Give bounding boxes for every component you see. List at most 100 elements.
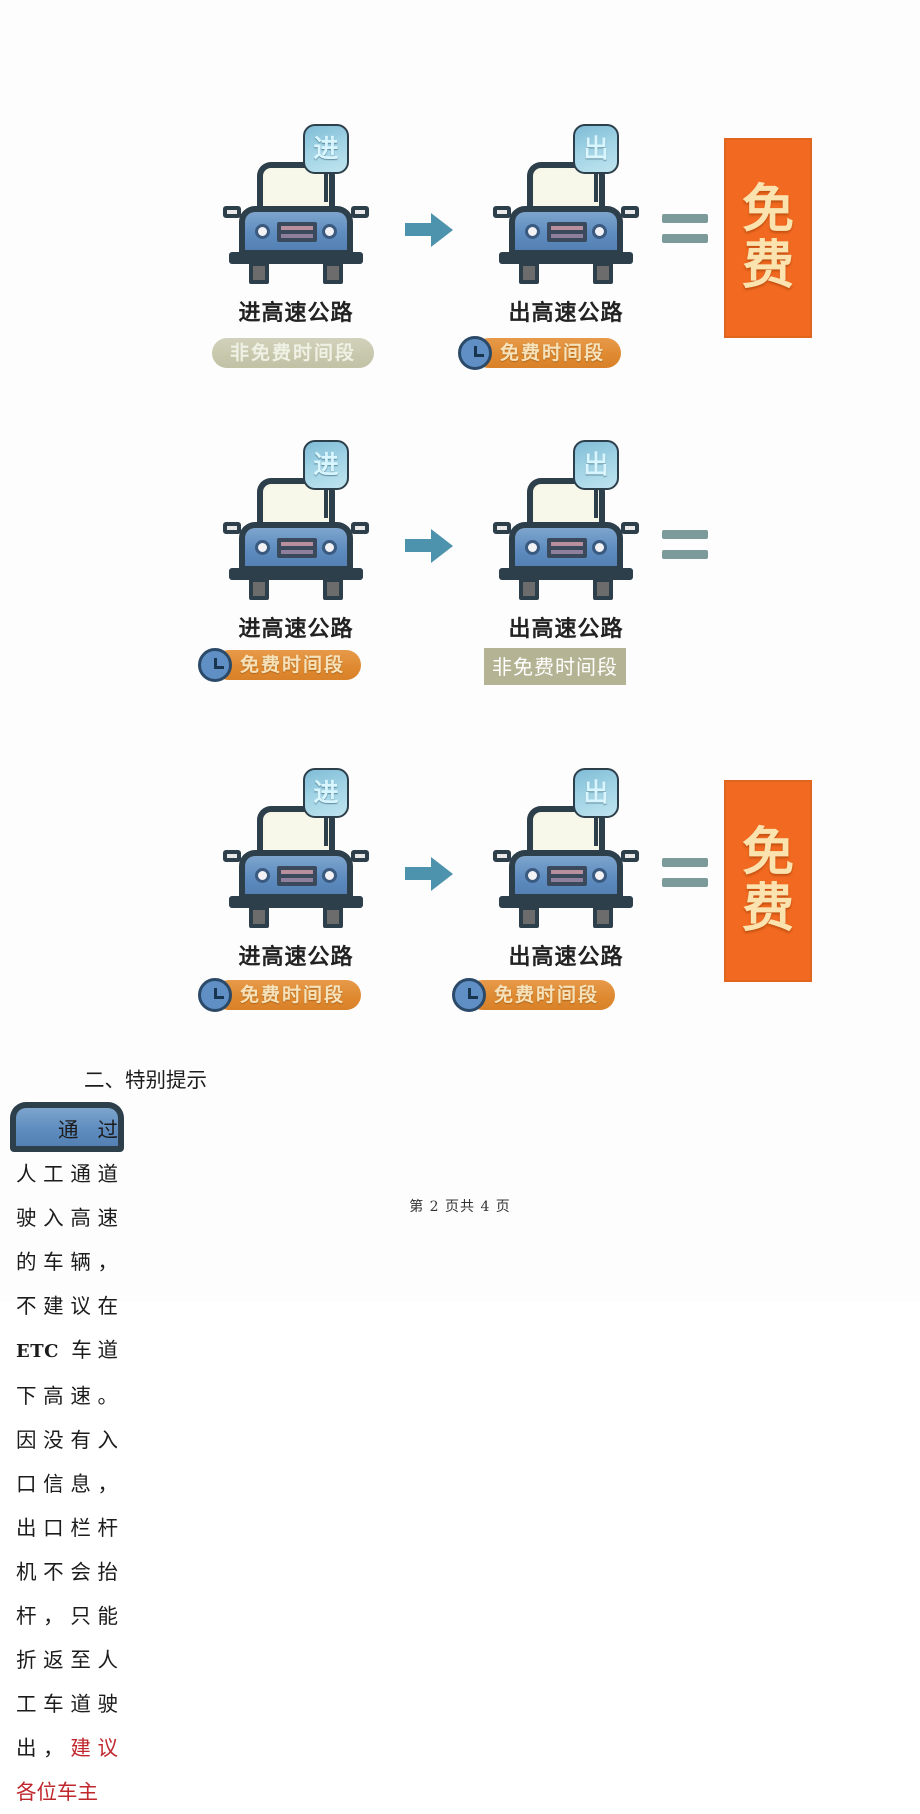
row1-free-result-banner: 免 费 xyxy=(724,138,812,338)
row1-entry-car-group: 进 进高速公路 xyxy=(196,124,396,327)
car-headlight-left xyxy=(255,868,270,883)
car-bumper xyxy=(499,568,633,580)
row2-entry-badge: 免费时间段 xyxy=(198,648,362,682)
car-headlight-left xyxy=(255,224,270,239)
equals-icon xyxy=(662,858,708,887)
car-front-view-icon xyxy=(493,478,639,600)
row3-exit-label: 出高速公路 xyxy=(508,945,624,970)
arrow-right-icon xyxy=(405,856,453,891)
car-bumper xyxy=(229,896,363,908)
infographic-row-2: 进 进高速公路 xyxy=(0,426,920,746)
car-bumper xyxy=(499,896,633,908)
row3-exit-badge: 免费时间段 xyxy=(452,978,616,1012)
car-headlight-right xyxy=(592,868,607,883)
sign-post xyxy=(594,168,598,202)
car-wheel-right xyxy=(593,906,613,928)
row2-exit-label: 出高速公路 xyxy=(508,617,624,642)
car-wheel-right xyxy=(593,262,613,284)
section-heading: 二、特别提示 xyxy=(84,1068,207,1092)
car-wheel-left xyxy=(519,578,539,600)
car-mirror-right xyxy=(351,522,369,534)
car-illustration: 出 xyxy=(481,768,651,933)
car-headlight-left xyxy=(255,540,270,555)
row3-exit-badge-text: 免费时间段 xyxy=(468,980,616,1010)
car-bumper xyxy=(229,252,363,264)
car-mirror-right xyxy=(621,850,639,862)
car-mirror-right xyxy=(351,850,369,862)
row3-entry-label: 进高速公路 xyxy=(238,945,354,970)
car-mirror-left xyxy=(493,850,511,862)
equals-icon xyxy=(662,214,708,243)
row1-exit-label: 出高速公路 xyxy=(508,301,624,326)
clock-icon xyxy=(198,978,232,1012)
row3-free-result-banner: 免 费 xyxy=(724,780,812,982)
car-wheel-right xyxy=(323,578,343,600)
clock-icon xyxy=(458,336,492,370)
car-wheel-right xyxy=(323,906,343,928)
entry-sign-icon: 进 xyxy=(303,124,349,174)
row2-exit-badge: 非免费时间段 xyxy=(484,648,626,685)
car-illustration: 进 xyxy=(211,440,381,605)
car-bumper xyxy=(229,568,363,580)
row3-entry-car-group: 进 进高速公路 xyxy=(196,768,396,971)
car-illustration: 出 xyxy=(481,124,651,289)
row2-entry-car-group: 进 进高速公路 xyxy=(196,440,396,643)
car-headlight-right xyxy=(592,224,607,239)
exit-sign-icon: 出 xyxy=(573,440,619,490)
car-windshield xyxy=(265,486,327,526)
entry-sign-icon: 进 xyxy=(303,440,349,490)
paragraph-part-1: 通过人工通道驶入高速的车辆，不建议在 xyxy=(16,1118,118,1318)
car-grille xyxy=(547,222,587,242)
car-front-view-icon xyxy=(493,806,639,928)
car-wheel-left xyxy=(519,262,539,284)
free-char-2: 费 xyxy=(741,236,794,296)
etc-term: ETC xyxy=(16,1341,59,1362)
car-headlight-right xyxy=(322,224,337,239)
car-windshield xyxy=(535,486,597,526)
row3-exit-car-group: 出 出高速公路 xyxy=(466,768,666,971)
row2-exit-car-group: 出 出高速公路 xyxy=(466,440,666,643)
car-illustration: 出 xyxy=(481,440,651,605)
car-mirror-left xyxy=(223,522,241,534)
free-char-1: 免 xyxy=(741,822,794,883)
car-wheel-left xyxy=(519,906,539,928)
infographic-row-1: 进 进高速公路 xyxy=(0,96,920,426)
sign-post xyxy=(594,812,598,846)
car-grille xyxy=(277,866,317,886)
car-grille xyxy=(547,538,587,558)
car-illustration: 进 xyxy=(211,768,381,933)
row1-entry-badge: 非免费时间段 xyxy=(212,338,375,368)
car-wheel-left xyxy=(249,262,269,284)
row1-exit-car-group: 出 出高速公路 xyxy=(466,124,666,327)
document-text-block: 二、特别提示 通过人工通道驶入高速的车辆，不建议在 ETC 车道下高速。因没有入… xyxy=(0,1058,920,1804)
row1-exit-badge: 免费时间段 xyxy=(458,336,622,370)
car-grille xyxy=(277,538,317,558)
clock-icon xyxy=(198,648,232,682)
page-footer: 第 2 页共 4 页 xyxy=(409,1199,511,1215)
car-grille xyxy=(277,222,317,242)
free-char-2: 费 xyxy=(741,879,794,939)
car-headlight-left xyxy=(525,224,540,239)
car-windshield xyxy=(265,814,327,854)
sign-post xyxy=(324,812,328,846)
car-grille xyxy=(547,866,587,886)
car-front-view-icon xyxy=(223,806,369,928)
car-mirror-right xyxy=(621,206,639,218)
car-wheel-left xyxy=(249,578,269,600)
document-page: 进 进高速公路 xyxy=(0,96,920,1804)
row2-exit-badge-text: 非免费时间段 xyxy=(484,648,626,685)
car-wheel-right xyxy=(323,262,343,284)
car-front-view-icon xyxy=(223,162,369,284)
car-mirror-left xyxy=(493,522,511,534)
row1-exit-badge-text: 免费时间段 xyxy=(474,338,622,368)
section-paragraph: 通过人工通道驶入高速的车辆，不建议在 ETC 车道下高速。因没有入口信息，出口栏… xyxy=(10,1102,124,1804)
car-headlight-right xyxy=(322,540,337,555)
row1-entry-badge-text: 非免费时间段 xyxy=(212,338,375,368)
arrow-right-icon xyxy=(405,528,453,563)
clock-icon xyxy=(452,978,486,1012)
car-headlight-right xyxy=(592,540,607,555)
car-headlight-right xyxy=(322,868,337,883)
car-windshield xyxy=(535,170,597,210)
car-headlight-left xyxy=(525,540,540,555)
car-windshield xyxy=(265,170,327,210)
